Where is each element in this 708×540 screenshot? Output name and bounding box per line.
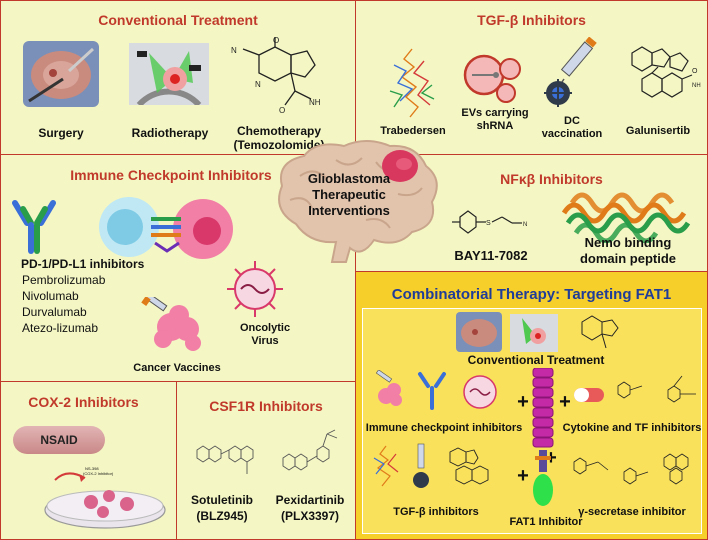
combo-cytokine-label: Cytokine and TF inhibitors	[562, 422, 702, 434]
evs-vesicles	[463, 54, 521, 103]
sotuletinib-structure	[196, 445, 254, 474]
cancer-vaccine-image	[141, 297, 201, 351]
combo-immune-label: Immune checkpoint inhibitors	[365, 422, 523, 434]
combo-plus-3: +	[517, 465, 529, 487]
sotuletinib-label-line1: Sotuletinib	[191, 493, 253, 507]
fat1-receptor	[532, 368, 554, 506]
nemo-peptide-image	[561, 192, 691, 243]
drug-nivolumab: Nivolumab	[22, 289, 79, 303]
pexidartinib-label-line1: Pexidartinib	[275, 493, 345, 507]
petri-dish-image	[44, 472, 166, 529]
tgfb-title: TGF-β Inhibitors	[477, 12, 586, 28]
oncolytic-virus-icon	[227, 261, 283, 317]
combo-gamma-label: γ-secretase inhibitor	[578, 506, 686, 518]
pexidartinib-structure	[282, 429, 338, 471]
bay11-structure: S N	[452, 210, 527, 234]
panel-cox2: COX-2 Inhibitors NSAID NS-398 (COX-2 Inh…	[0, 381, 177, 540]
dc-label-line1: DC	[564, 115, 580, 127]
cancer-vaccines-label: Cancer Vaccines	[133, 362, 221, 374]
dc-label-line2: vaccination	[541, 128, 603, 140]
pexidartinib-label-line2: (PLX3397)	[280, 509, 340, 523]
svg-text:O: O	[279, 106, 285, 115]
radiotherapy-label: Radiotherapy	[131, 126, 209, 140]
combo-tgfb-icons	[373, 443, 489, 488]
svg-text:O: O	[273, 36, 279, 45]
cox2-title: COX-2 Inhibitors	[28, 394, 139, 410]
trabedersen-structure	[389, 48, 435, 118]
combo-gamma-secretase-icons	[573, 453, 689, 485]
csf1r-title: CSF1R Inhibitors	[209, 398, 323, 414]
center-title-line2: Therapeutic	[312, 187, 386, 202]
center-title-line1: Glioblastoma	[307, 171, 391, 186]
radiotherapy-image	[129, 43, 209, 105]
bay-label: BAY11-7082	[454, 248, 528, 263]
svg-text:N: N	[231, 46, 237, 55]
panel-combo: Combinatorial Therapy: Targeting FAT1 Co…	[355, 271, 708, 540]
combo-tgfb-label: TGF-β inhibitors	[393, 506, 479, 518]
center-title-line3: Interventions	[308, 203, 390, 218]
combo-immune-icons	[375, 370, 497, 410]
evs-label-line2: shRNA	[476, 120, 514, 132]
svg-text:N: N	[523, 222, 527, 228]
nsaid-pill: NSAID	[13, 426, 105, 454]
combo-cytokine-icons	[574, 375, 696, 403]
tcell-tumor-interaction	[99, 197, 233, 259]
conventional-title: Conventional Treatment	[98, 12, 258, 28]
svg-text:N: N	[255, 80, 261, 89]
combo-conventional-label: Conventional Treatment	[467, 353, 605, 367]
oncolytic-label-line2: Virus	[251, 335, 279, 347]
galunisertib-label: Galunisertib	[625, 125, 691, 137]
evs-label-line1: EVs carrying	[461, 107, 529, 119]
svg-text:S: S	[486, 220, 491, 227]
combo-fat1-label: FAT1 Inhibitor	[509, 516, 583, 528]
temozolomide-structure: N O N NH O	[231, 36, 321, 115]
antibody-icon	[12, 200, 56, 254]
ns398-label-line2: (COX-2 Inhibitor)	[83, 471, 114, 476]
sotuletinib-label-line2: (BLZ945)	[196, 509, 248, 523]
oncolytic-label-line1: Oncolytic	[239, 322, 291, 334]
drug-durvalumab: Durvalumab	[22, 305, 87, 319]
combo-plus-2: +	[559, 391, 571, 413]
nfkb-title: NFκβ Inhibitors	[500, 171, 603, 187]
combo-temozolomide-structure	[581, 315, 619, 349]
surgery-image	[23, 41, 99, 107]
dc-vaccination-image	[544, 37, 597, 107]
combo-radiotherapy-image	[510, 314, 558, 352]
nemo-label-line2: domain peptide	[579, 251, 677, 266]
combo-surgery-image	[456, 312, 502, 352]
trabedersen-label: Trabedersen	[380, 125, 446, 137]
chemo-label-line2: (Temozolomide)	[233, 138, 325, 152]
svg-text:O: O	[692, 68, 698, 75]
surgery-label: Surgery	[38, 126, 84, 140]
brain-illustration	[278, 140, 438, 263]
galunisertib-structure: O NH	[631, 46, 701, 98]
panel-tgfb: TGF-β Inhibitors Trabedersen EVs carryin…	[355, 0, 708, 155]
combo-title: Combinatorial Therapy: Targeting FAT1	[391, 286, 672, 303]
panel-conventional: Conventional Treatment Surgery Radiother…	[0, 0, 356, 155]
svg-text:NH: NH	[692, 83, 701, 89]
panel-csf1r: CSF1R Inhibitors Sotuletinib (BLZ945)	[176, 381, 356, 540]
pd-heading: PD-1/PD-L1 inhibitors	[21, 257, 145, 271]
svg-text:NH: NH	[309, 98, 321, 107]
drug-pembrolizumab: Pembrolizumab	[22, 273, 106, 287]
combo-plus-1: +	[517, 391, 529, 413]
drug-atezolizumab: Atezo-lizumab	[22, 321, 99, 335]
immune-title: Immune Checkpoint Inhibitors	[70, 167, 272, 183]
ns398-label-line1: NS-398	[85, 466, 99, 471]
chemo-label-line1: Chemotherapy	[236, 124, 322, 138]
nemo-label-line1: Nemo binding	[584, 235, 672, 250]
